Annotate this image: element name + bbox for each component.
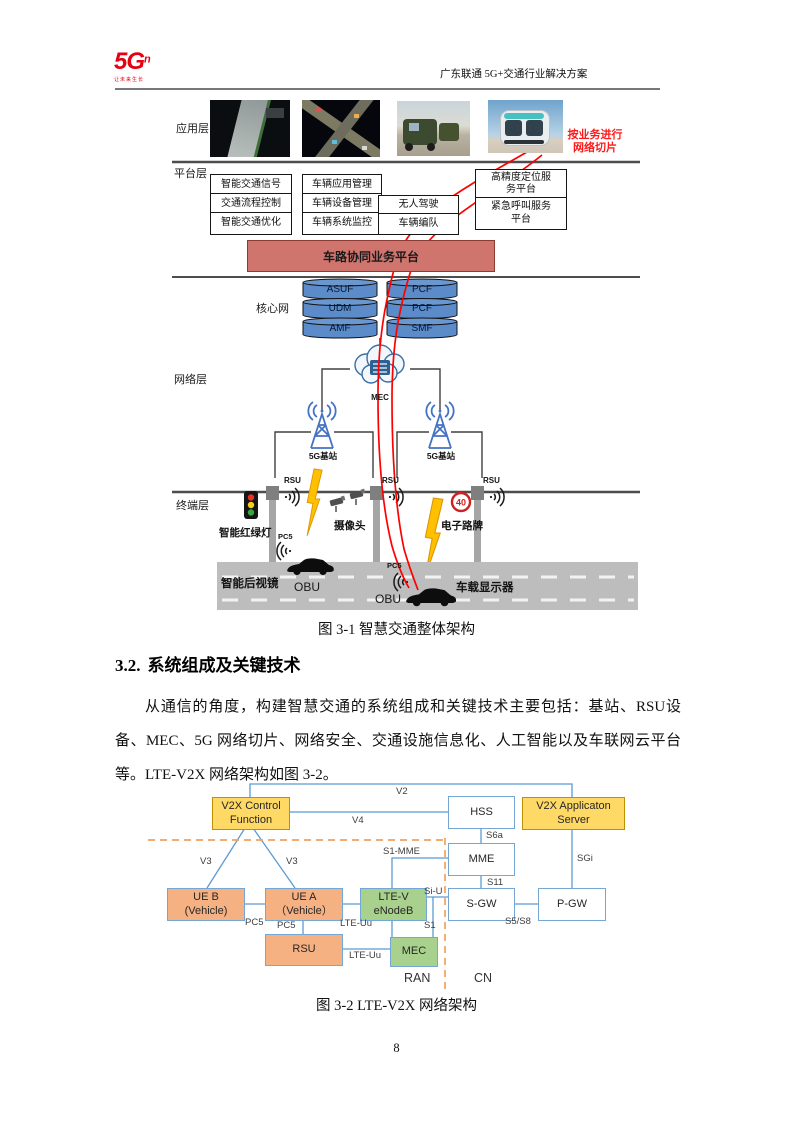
platform-box: 智能交通优化 [210, 212, 292, 235]
header-doc-title: 广东联通 5G+交通行业解决方案 [440, 69, 588, 80]
pc5-label: PC5 [278, 532, 293, 541]
edge-pc5: PC5 [277, 920, 296, 931]
logo-slogan: 让未来生长 [114, 77, 145, 83]
rearview-label: 智能后视镜 [221, 578, 279, 590]
layer-label-terminal: 终端层 [176, 500, 209, 512]
node-mec: MEC [390, 937, 438, 967]
edge-v3: V3 [200, 856, 212, 867]
bts-label: 5G基站 [308, 451, 338, 461]
speed-sign-icon: 40 [450, 491, 472, 513]
camera-label: 摄像头 [334, 520, 366, 532]
edge-si-u: Si-U [424, 886, 443, 897]
node-mme: MME [448, 843, 515, 876]
layer-label-platform: 平台层 [174, 168, 207, 180]
obu-label: OBU [375, 592, 402, 606]
node-ue-a: UE A （Vehicle） [265, 888, 343, 921]
edge-s6a: S6a [486, 830, 503, 841]
zone-cn: CN [474, 971, 493, 985]
node-v2x-application-server: V2X Applicaton Server [522, 797, 625, 830]
section-heading: 3.2. 系统组成及关键技术 [115, 651, 301, 676]
edge-s11: S11 [487, 877, 504, 888]
rsu-label: RSU [284, 476, 301, 485]
layer-label-app: 应用层 [176, 123, 209, 135]
bus-platform-bar: 车路协同业务平台 [247, 240, 495, 272]
platform-box: 紧急呼叫服务 平台 [475, 197, 567, 230]
traffic-light-label: 智能红绿灯 [219, 527, 272, 539]
edge-s1: S1 [424, 920, 436, 931]
display-label: 车载显示器 [456, 582, 514, 594]
fig1-caption: 图 3-1 智慧交通整体架构 [317, 622, 476, 638]
mec-label: MEC [371, 393, 389, 402]
edge-v2: V2 [396, 786, 408, 797]
edge-s1-mme: S1-MME [383, 846, 420, 857]
logo-5gn: 5Gn 让未来生长 [114, 48, 151, 83]
logo-5g-text: 5G [114, 48, 145, 75]
core-node: UDM [328, 303, 352, 314]
layer-label-network: 网络层 [174, 374, 207, 386]
app-image-shuttle [488, 100, 563, 153]
node-pgw: P-GW [538, 888, 606, 921]
app-image-intersection [302, 100, 380, 157]
platform-box: 车辆编队 [378, 213, 459, 235]
core-node: AMF [329, 323, 351, 334]
node-ue-b: UE B (Vehicle) [167, 888, 245, 921]
edge-v4: V4 [352, 815, 364, 826]
layer-label-core: 核心网 [256, 303, 289, 315]
bts-label: 5G基站 [426, 451, 456, 461]
core-node: ASUF [326, 284, 354, 295]
zone-ran: RAN [404, 971, 431, 985]
rsu-label: RSU [483, 476, 500, 485]
fig2-caption: 图 3-2 LTE-V2X 网络架构 [316, 998, 477, 1014]
slice-annotation: 按业务进行 网络切片 [567, 129, 623, 154]
rsu-label: RSU [382, 476, 399, 485]
logo-n-sup: n [144, 53, 151, 66]
obu-label: OBU [294, 580, 321, 594]
app-image-highway [210, 100, 290, 157]
pc5-label: PC5 [387, 561, 402, 570]
edge-sgi: SGi [577, 853, 593, 864]
road-sign-label: 电子路牌 [441, 520, 483, 532]
camera-icon [328, 494, 347, 513]
core-node: SMF [411, 323, 433, 334]
traffic-light-icon [244, 491, 258, 519]
node-sgw: S-GW [448, 888, 515, 921]
node-rsu: RSU [265, 934, 343, 966]
edge-s5-s8: S5/S8 [505, 916, 531, 927]
node-hss: HSS [448, 796, 515, 829]
svg-text:40: 40 [456, 498, 466, 508]
body-paragraph: 从通信的角度，构建智慧交通的系统组成和关键技术主要包括：基站、RSU设备、MEC… [115, 699, 681, 783]
platform-box: 车辆系统监控 [302, 212, 382, 235]
platform-box: 高精度定位服 务平台 [475, 169, 567, 199]
section-number: 3.2. [115, 656, 141, 675]
ran-cn-boundary [148, 838, 446, 990]
core-node: PCF [412, 303, 432, 314]
node-v2x-control-function: V2X Control Function [212, 797, 290, 830]
lightning-icon [306, 468, 323, 537]
page-number: 8 [393, 1041, 400, 1055]
edge-v3: V3 [286, 856, 298, 867]
edge-lte-uu: LTE-Uu [340, 918, 373, 929]
edge-lte-uu: LTE-Uu [349, 950, 382, 961]
section-title: 系统组成及关键技术 [147, 656, 301, 675]
app-image-convoy [397, 101, 470, 156]
edge-pc5: PC5 [245, 917, 264, 928]
core-node: PCF [412, 284, 432, 295]
rsu-pole-icons [266, 486, 484, 562]
node-enodeb: LTE-V eNodeB [360, 888, 427, 921]
